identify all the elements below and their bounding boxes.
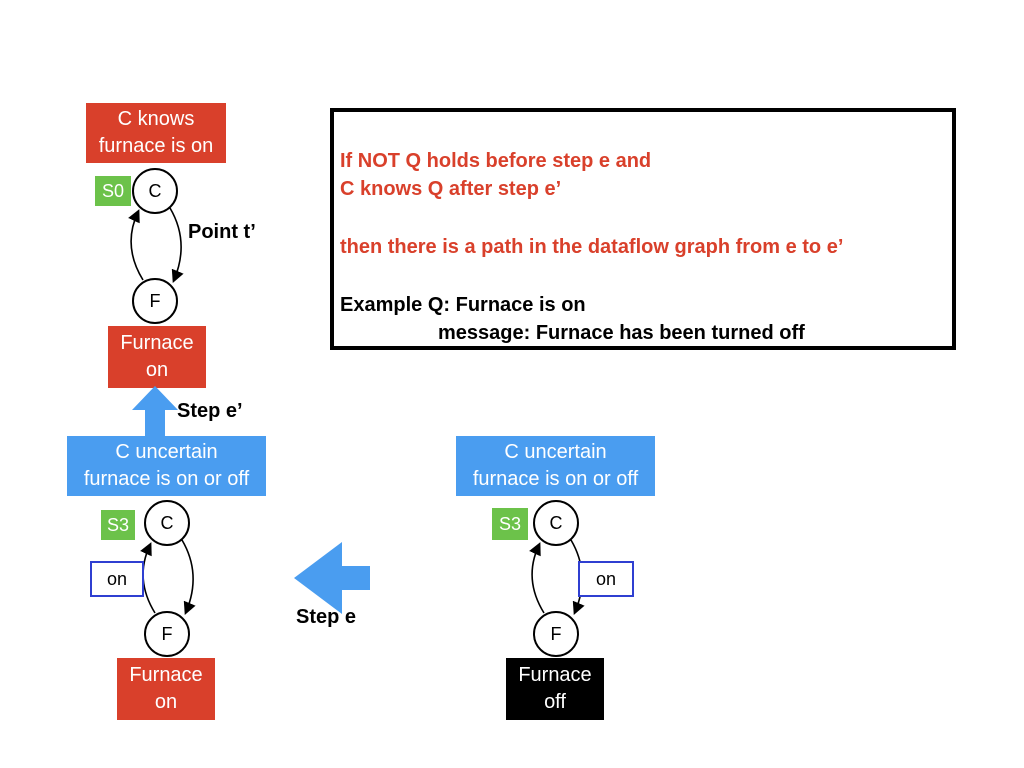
right-furnace-label: Furnace off [506, 658, 604, 720]
right-knowledge-line1: C uncertain [504, 441, 607, 463]
rule-line-3: then there is a path in the dataflow gra… [340, 236, 844, 258]
left-furnace-line2: on [154, 691, 178, 713]
left-state-badge: S3 [101, 510, 135, 540]
left-furnace-line1: Furnace [129, 664, 203, 686]
left-edge-c-to-f [181, 539, 196, 615]
top-edge-f-to-c [128, 209, 144, 281]
right-edge-f-to-c [529, 542, 545, 614]
top-node-f-label: F [150, 291, 161, 311]
top-knowledge-line1: C knows [117, 108, 195, 130]
left-message-on: on [90, 561, 144, 597]
right-node-c-label: C [550, 513, 563, 533]
rule-line-2: C knows Q after step e’ [340, 178, 562, 200]
left-edge-f-to-c [140, 542, 156, 614]
step-e-arrow [294, 542, 370, 614]
left-node-f [144, 611, 190, 657]
step-e-prime-label: Step e’ [177, 400, 243, 422]
left-knowledge-line2: furnace is on or off [83, 468, 250, 490]
top-knowledge-line2: furnace is on [98, 135, 214, 157]
right-node-f [533, 611, 579, 657]
step-e-label: Step e [296, 606, 357, 628]
top-knowledge-label: C knows furnace is on [86, 103, 226, 163]
right-node-c [533, 500, 579, 546]
left-knowledge-line1: C uncertain [115, 441, 218, 463]
left-node-c-label: C [161, 513, 174, 533]
right-state-graph: C F [529, 500, 585, 657]
rule-box: If NOT Q holds before step e and C knows… [330, 108, 956, 350]
top-node-c [132, 168, 178, 214]
left-node-c [144, 500, 190, 546]
rule-line-1: If NOT Q holds before step e and [340, 150, 652, 172]
top-furnace-label: Furnace on [108, 326, 206, 388]
right-message-on: on [578, 561, 634, 597]
right-knowledge-label: C uncertain furnace is on or off [456, 436, 655, 496]
top-furnace-line1: Furnace [120, 332, 194, 354]
right-furnace-line2: off [544, 691, 566, 713]
right-knowledge-line2: furnace is on or off [472, 468, 639, 490]
right-state-badge: S3 [492, 508, 528, 540]
top-state-badge: S0 [95, 176, 131, 206]
right-furnace-line1: Furnace [518, 664, 592, 686]
top-node-f [132, 278, 178, 324]
right-node-f-label: F [551, 624, 562, 644]
top-edge-c-to-f [169, 207, 184, 283]
rule-line-4: Example Q: Furnace is on [340, 294, 586, 316]
point-t-prime-label: Point t’ [188, 221, 256, 243]
top-state-graph: C F [128, 168, 184, 324]
left-node-f-label: F [162, 624, 173, 644]
left-state-graph: C F [140, 500, 196, 657]
rule-line-5: message: Furnace has been turned off [438, 322, 805, 344]
left-knowledge-label: C uncertain furnace is on or off [67, 436, 266, 496]
top-node-c-label: C [149, 181, 162, 201]
top-furnace-line2: on [145, 359, 169, 381]
left-furnace-label: Furnace on [117, 658, 215, 720]
step-e-prime-arrow [132, 386, 178, 438]
